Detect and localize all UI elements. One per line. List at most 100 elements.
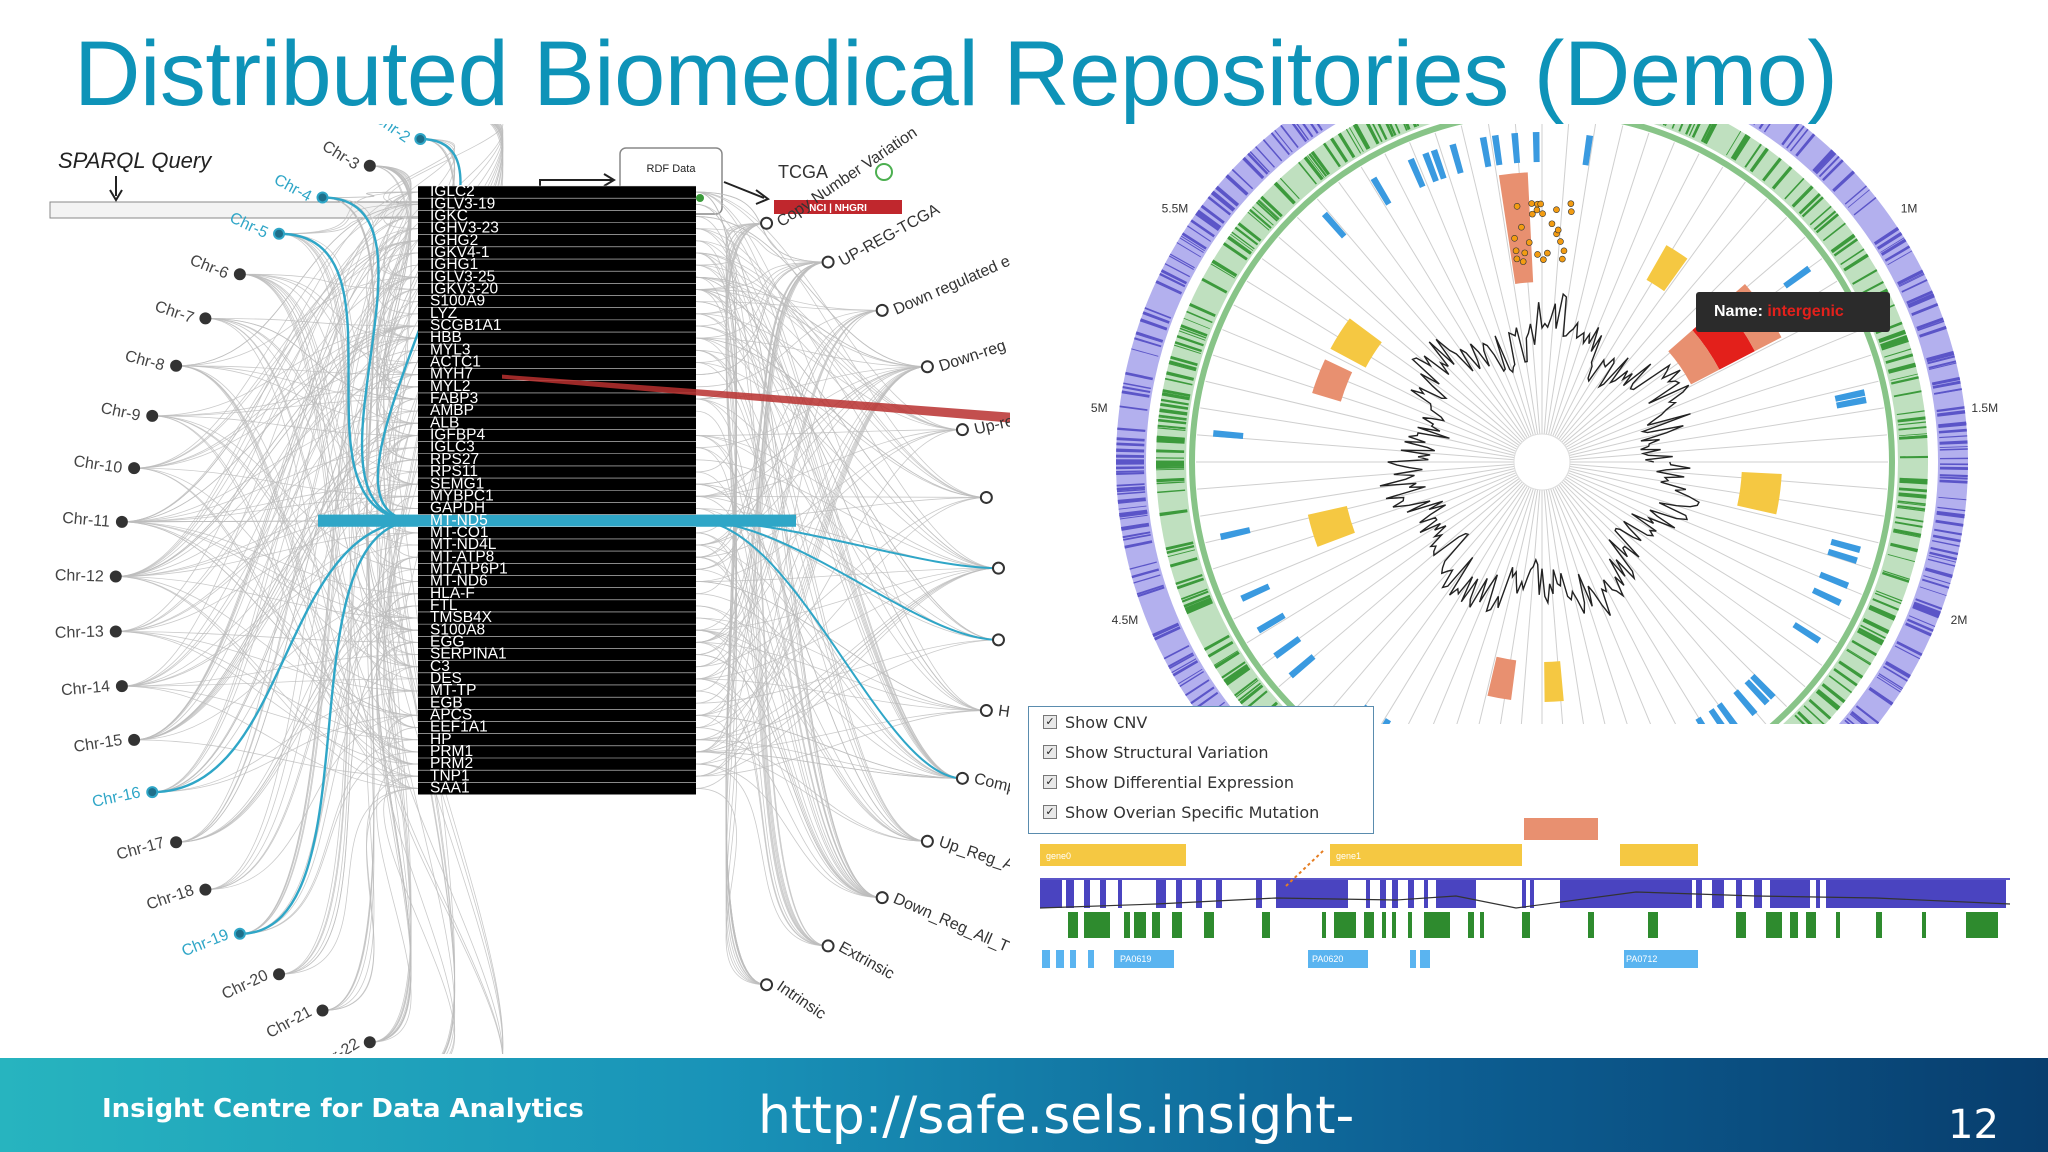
gene-edge bbox=[152, 415, 419, 631]
gene-edge bbox=[322, 197, 419, 619]
purple-band bbox=[1291, 124, 1308, 143]
checkbox-icon[interactable]: ✓ bbox=[1043, 715, 1057, 729]
purple-band bbox=[1818, 155, 1840, 178]
green-band bbox=[1166, 371, 1195, 381]
blue-block bbox=[1070, 950, 1076, 968]
radial-line bbox=[1360, 166, 1528, 439]
category-edge bbox=[695, 366, 928, 449]
blue-mark bbox=[1582, 135, 1594, 166]
category-label: Extrinsic bbox=[836, 939, 897, 983]
tcga-logo-mark bbox=[875, 163, 893, 181]
purple-band bbox=[1925, 567, 1953, 578]
gene-edge bbox=[205, 317, 419, 546]
chromosome-node bbox=[363, 159, 376, 172]
radial-line bbox=[1543, 489, 1564, 724]
purple-band bbox=[1789, 128, 1809, 152]
gene-edge bbox=[369, 165, 419, 278]
legend-differential[interactable]: ✓ Show Differential Expression bbox=[1029, 767, 1373, 797]
radial-line bbox=[1569, 468, 1879, 544]
purple-band bbox=[1897, 270, 1924, 286]
green-band bbox=[1803, 705, 1825, 724]
purple-band bbox=[1316, 124, 1323, 131]
blue-mark bbox=[1256, 612, 1286, 634]
chromosome-label: Chr-16 bbox=[91, 784, 142, 811]
purple-block bbox=[1530, 880, 1534, 908]
gene-edge bbox=[176, 617, 419, 843]
green-band bbox=[1797, 711, 1813, 724]
green-band bbox=[1234, 226, 1259, 246]
gene-label: MT-TP bbox=[430, 682, 477, 699]
purple-band bbox=[1878, 673, 1904, 690]
radial-line bbox=[1559, 198, 1768, 442]
category-edge bbox=[695, 216, 928, 368]
green-band bbox=[1858, 627, 1885, 643]
chromosome-label: Chr-10 bbox=[72, 453, 123, 477]
green-band bbox=[1170, 355, 1198, 367]
gene-edge bbox=[176, 362, 419, 843]
radial-line bbox=[1569, 463, 1887, 490]
purple-band bbox=[1123, 382, 1151, 390]
category-edge bbox=[695, 191, 987, 711]
gene-edge bbox=[121, 228, 419, 523]
gene-edge bbox=[369, 165, 419, 436]
radial-line bbox=[1567, 472, 1862, 595]
radial-line bbox=[1409, 142, 1532, 437]
legend-cnv[interactable]: ✓Show CNV bbox=[1029, 707, 1373, 737]
mutation-dot bbox=[1529, 210, 1536, 218]
chromosome-node bbox=[128, 462, 141, 475]
purple-band bbox=[1270, 132, 1290, 156]
category-edge bbox=[695, 710, 987, 777]
gene-label: FTL bbox=[430, 597, 458, 614]
chromosome-node bbox=[273, 968, 286, 981]
blue-mark bbox=[1695, 716, 1706, 724]
green-band bbox=[1882, 571, 1910, 583]
category-edge bbox=[695, 366, 928, 522]
gene-edge bbox=[239, 240, 419, 935]
purple-block bbox=[1196, 880, 1202, 908]
footer-organization: Insight Centre for Data Analytics bbox=[102, 1094, 584, 1124]
highlight-edge bbox=[695, 519, 963, 780]
green-band bbox=[1890, 542, 1919, 553]
purple-band bbox=[1913, 601, 1941, 615]
purple-band bbox=[1882, 665, 1908, 682]
purple-band bbox=[1117, 500, 1146, 504]
green-band bbox=[1685, 124, 1692, 135]
green-band bbox=[1203, 634, 1230, 651]
category-edge bbox=[695, 763, 829, 947]
radial-line bbox=[1558, 484, 1733, 724]
checkbox-icon[interactable]: ✓ bbox=[1043, 775, 1057, 789]
purple-band bbox=[1928, 360, 1957, 369]
blue-mark bbox=[1288, 654, 1316, 679]
chromosome-label: Chr-22 bbox=[312, 1035, 363, 1054]
checkbox-icon[interactable]: ✓ bbox=[1043, 805, 1057, 819]
category-edge bbox=[695, 325, 999, 569]
legend-label: Show Differential Expression bbox=[1065, 772, 1295, 792]
checkbox-icon[interactable]: ✓ bbox=[1043, 745, 1057, 759]
purple-band bbox=[1159, 272, 1186, 288]
gene-edge bbox=[239, 751, 419, 935]
category-edge bbox=[695, 567, 999, 777]
gene-edge bbox=[279, 556, 419, 975]
green-band bbox=[1878, 331, 1907, 344]
green-band bbox=[1897, 504, 1926, 511]
purple-track bbox=[1039, 849, 2011, 909]
gene-label: IGLV3-25 bbox=[430, 268, 495, 285]
green-block bbox=[1392, 912, 1396, 938]
green-band bbox=[1890, 373, 1918, 381]
green-band bbox=[1156, 436, 1185, 441]
mutation-dot bbox=[1512, 247, 1520, 255]
gene-edge bbox=[369, 165, 419, 290]
radial-line bbox=[1552, 487, 1652, 724]
footer-url[interactable]: http://safe.sels.insight- bbox=[758, 1086, 1355, 1146]
green-band bbox=[1662, 124, 1666, 126]
center-hole bbox=[1513, 433, 1571, 491]
blue-mark bbox=[1783, 265, 1812, 289]
gene-edge bbox=[239, 273, 419, 363]
legend-structural[interactable]: ✓Show Structural Variation bbox=[1029, 737, 1373, 767]
legend-mutation[interactable]: ✓Show Overian Specific Mutation bbox=[1029, 797, 1373, 827]
green-band bbox=[1822, 222, 1846, 242]
chromosome-label: Chr-19 bbox=[179, 926, 231, 960]
category-edge bbox=[695, 544, 767, 986]
category-edge bbox=[695, 289, 999, 569]
gene-edge bbox=[115, 459, 419, 632]
